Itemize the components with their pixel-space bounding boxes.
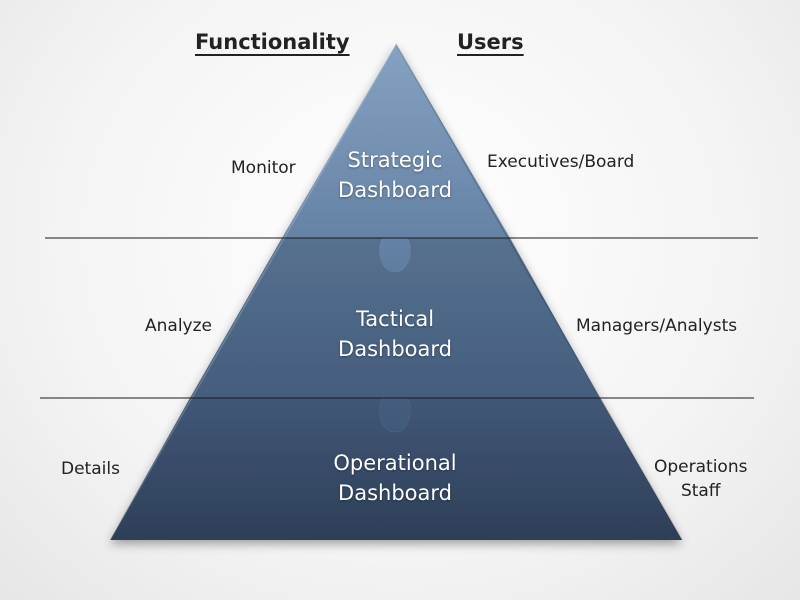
users-label-executives: Executives/Board bbox=[487, 152, 635, 172]
strategic-tier-shape bbox=[282, 44, 510, 272]
functionality-label-analyze: Analyze bbox=[145, 316, 212, 336]
functionality-header: Functionality bbox=[195, 30, 350, 54]
operational-dashboard-title: Operational Dashboard bbox=[245, 448, 545, 508]
functionality-label-monitor: Monitor bbox=[231, 158, 296, 178]
users-label-operations-staff: Operations Staff bbox=[654, 455, 747, 503]
strategic-title-line1: Strategic bbox=[347, 148, 443, 172]
users-label-managers: Managers/Analysts bbox=[576, 316, 738, 336]
operational-tier-shape bbox=[110, 398, 682, 540]
tactical-title-line2: Dashboard bbox=[338, 337, 452, 361]
users-header: Users bbox=[457, 30, 524, 54]
tactical-tier-shape bbox=[190, 238, 600, 432]
strategic-dashboard-title: Strategic Dashboard bbox=[245, 145, 545, 205]
tactical-dashboard-title: Tactical Dashboard bbox=[245, 304, 545, 364]
operational-title-line2: Dashboard bbox=[338, 481, 452, 505]
strategic-title-line2: Dashboard bbox=[338, 178, 452, 202]
users-label-operations-line2: Staff bbox=[680, 481, 721, 501]
users-label-operations-line1: Operations bbox=[654, 457, 748, 477]
operational-title-line1: Operational bbox=[333, 451, 457, 475]
tactical-title-line1: Tactical bbox=[355, 307, 435, 331]
functionality-label-details: Details bbox=[61, 459, 120, 479]
